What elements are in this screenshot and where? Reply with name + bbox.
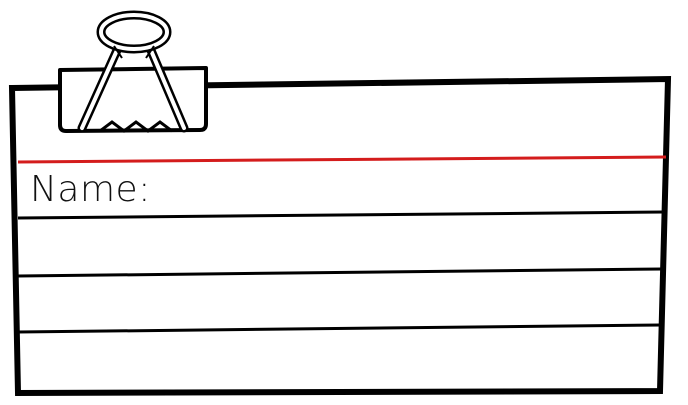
binder-clip-icon (58, 10, 208, 133)
header-rule (17, 155, 667, 164)
name-label: Name: (30, 169, 151, 210)
writing-line-2 (17, 267, 663, 278)
writing-line-3 (17, 323, 662, 334)
writing-line-1 (17, 210, 665, 220)
